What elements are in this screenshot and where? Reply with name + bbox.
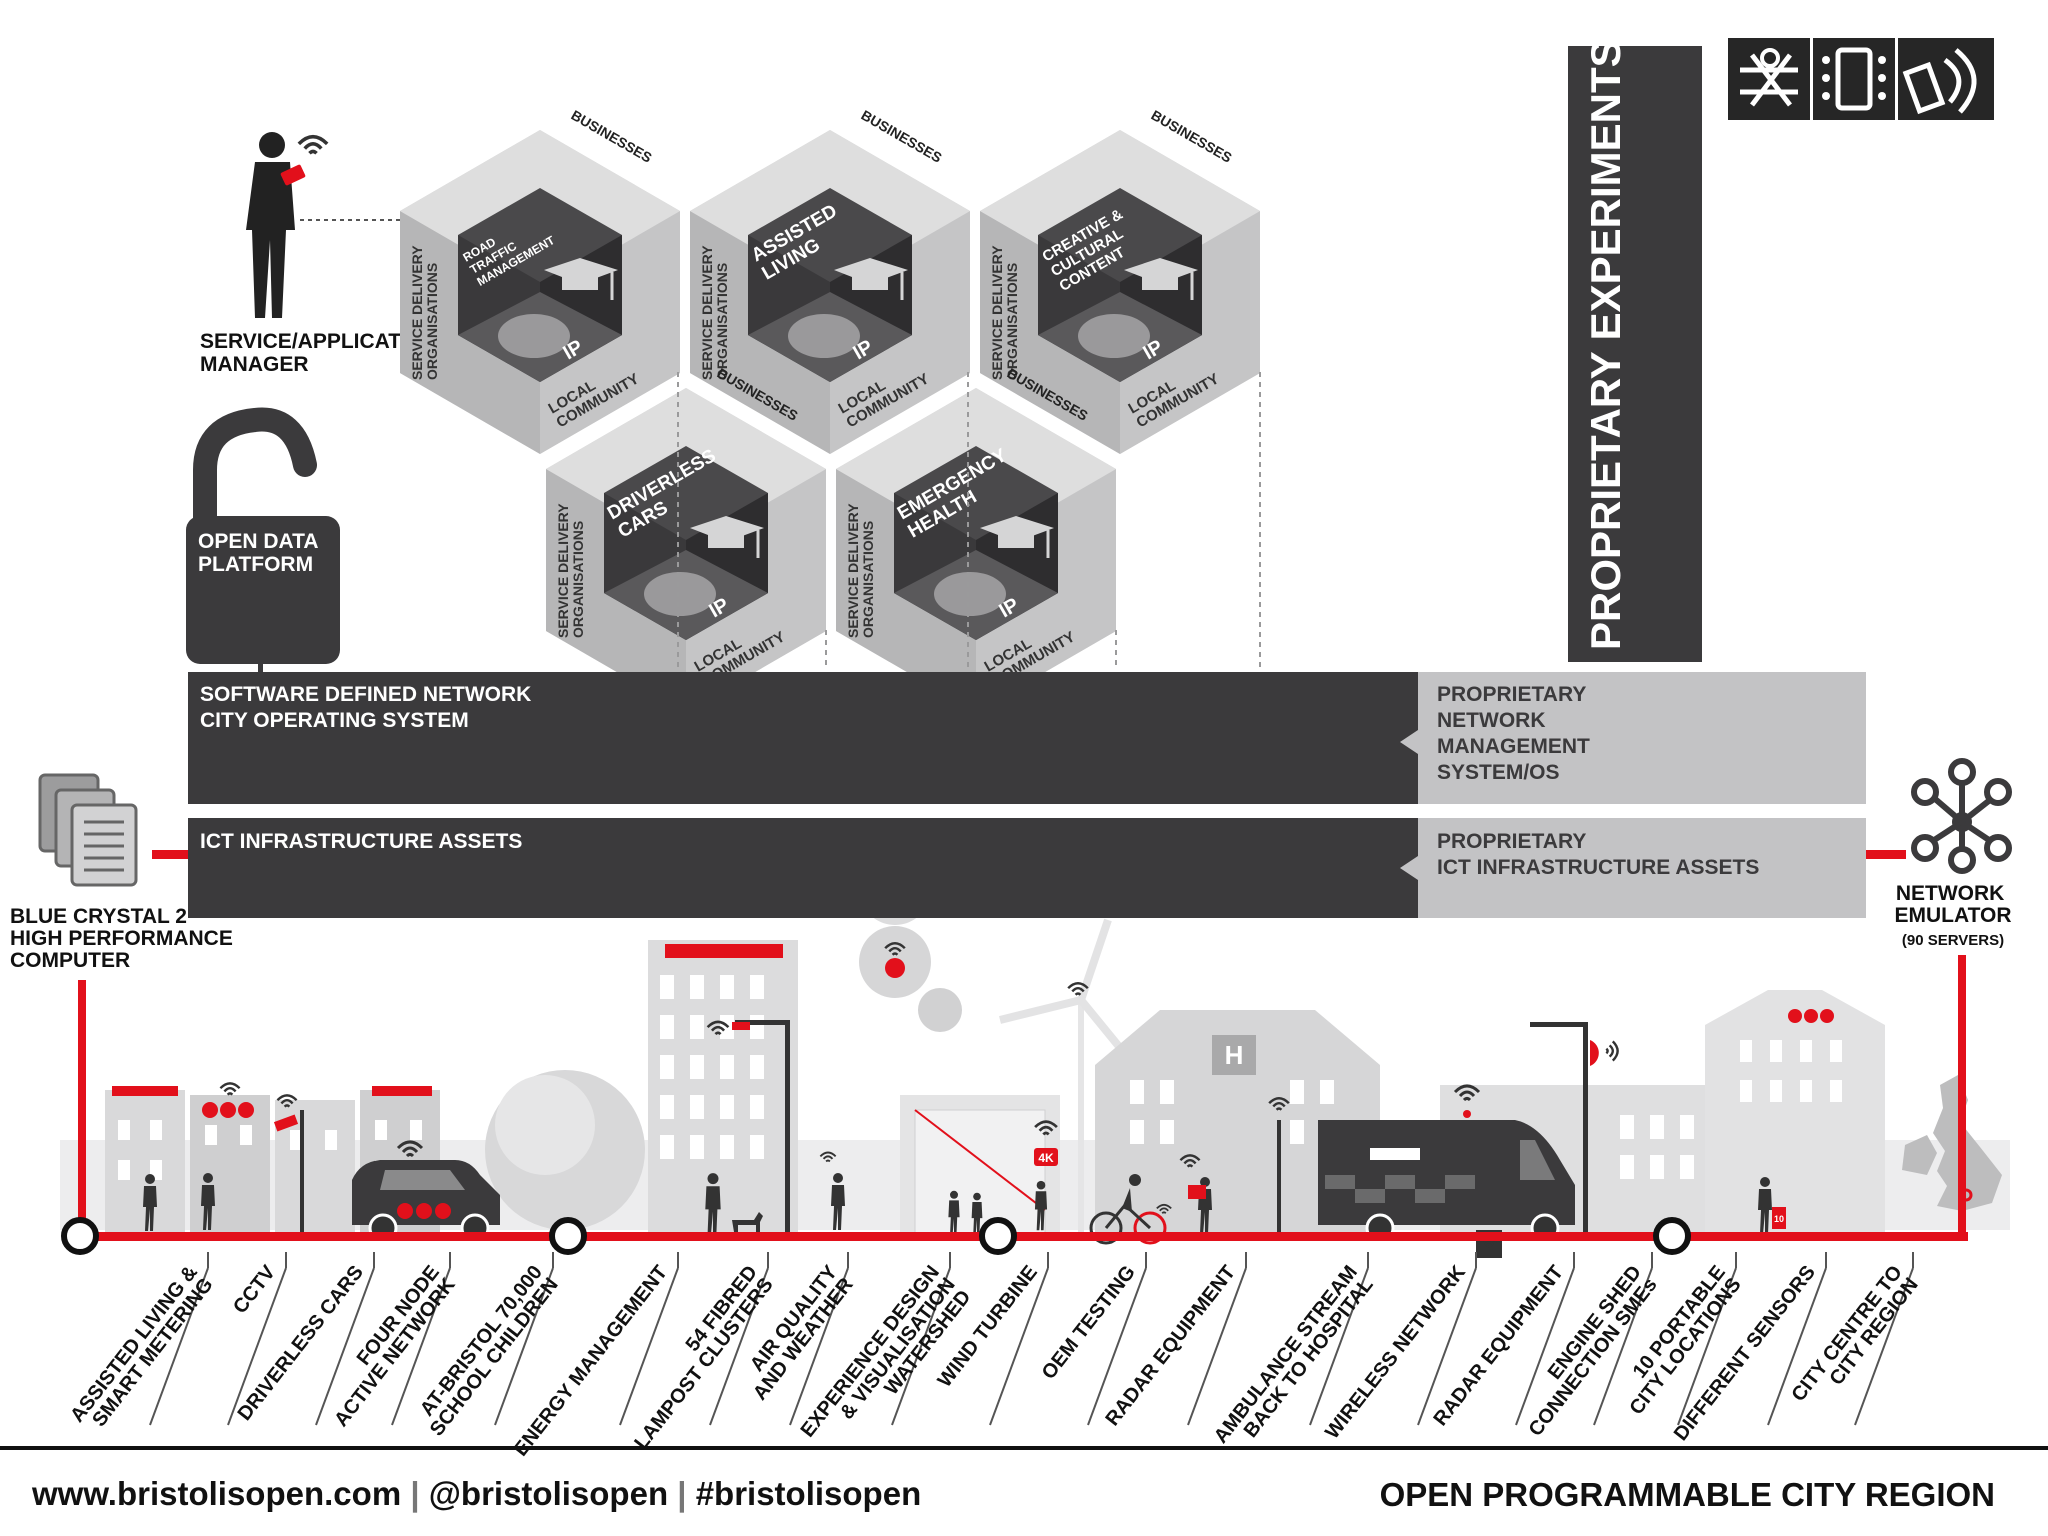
- sdn-proprietary-line: SYSTEM/OS: [1437, 761, 1560, 784]
- phone-node-icon: [1813, 38, 1895, 120]
- cube-left-label: SERVICE DELIVERY: [989, 245, 1005, 380]
- svg-text:SERVICE DELIVERYORGANISATIONS: SERVICE DELIVERYORGANISATIONS: [699, 245, 730, 380]
- ict-proprietary-line: PROPRIETARY: [1437, 830, 1586, 853]
- footer-twitter-link[interactable]: @bristolisopen: [429, 1475, 668, 1512]
- blue-crystal-label-line: COMPUTER: [10, 949, 130, 972]
- network-emulator: NETWORK EMULATOR (90 SERVERS): [1894, 761, 2011, 949]
- bin-marker: 10: [1774, 1214, 1784, 1224]
- open-data-platform: OPEN DATA PLATFORM: [186, 420, 340, 672]
- svg-text:ASSISTED LIVING &SMART METERIN: ASSISTED LIVING &SMART METERING: [66, 1262, 217, 1439]
- footer-tagline: OPEN PROGRAMMABLE CITY REGION: [1380, 1476, 1995, 1513]
- svg-text:SERVICE DELIVERYORGANISATIONS: SERVICE DELIVERYORGANISATIONS: [555, 503, 586, 638]
- svg-text:OPEN DATA PLATFORM: OPEN DATA PLATFORM: [198, 530, 324, 576]
- cube-left-label: ORGANISATIONS: [1004, 263, 1020, 380]
- sdn-proprietary-line: PROPRIETARY: [1437, 683, 1586, 706]
- cube-left-label: ORGANISATIONS: [714, 263, 730, 380]
- svg-text:SERVICE DELIVERYORGANISATIONS: SERVICE DELIVERYORGANISATIONS: [845, 503, 876, 638]
- experiment-cubes: IPROADTRAFFICMANAGEMENTBUSINESSESSERVICE…: [400, 107, 1260, 712]
- street-label-line: CCTV: [229, 1261, 280, 1318]
- network-node: [982, 1218, 1014, 1254]
- padlock-shackle-icon: [205, 420, 305, 520]
- sdn-label-line: SOFTWARE DEFINED NETWORK: [200, 683, 531, 706]
- svg-text:OEM TESTING: OEM TESTING: [1038, 1262, 1140, 1384]
- street-label-line: & VISUALISATION: [836, 1274, 960, 1424]
- top-right-icons: [1728, 38, 1994, 120]
- brain-icon: [788, 314, 860, 358]
- wireless-signal-icon: [1898, 38, 1994, 120]
- network-node: [1656, 1218, 1688, 1254]
- brain-icon: [644, 572, 716, 616]
- footer-website-link[interactable]: www.bristolisopen.com: [31, 1475, 401, 1512]
- svg-text:AMBULANCE STREAMBACK TO HOSPIT: AMBULANCE STREAMBACK TO HOSPITAL: [1210, 1262, 1378, 1460]
- open-data-label-line: OPEN DATA: [198, 530, 318, 553]
- sdn-label-line: CITY OPERATING SYSTEM: [200, 709, 469, 732]
- street-label: WIND TURBINE: [934, 1252, 1048, 1425]
- ict-label: ICT INFRASTRUCTURE ASSETS: [200, 830, 522, 853]
- svg-text:SERVICE DELIVERYORGANISATIONS: SERVICE DELIVERYORGANISATIONS: [409, 245, 440, 380]
- brain-icon: [934, 572, 1006, 616]
- brain-icon: [1078, 314, 1150, 358]
- open-data-label-line: PLATFORM: [198, 553, 313, 576]
- brain-icon: [498, 314, 570, 358]
- street-label-line: SMART METERING: [88, 1274, 218, 1431]
- blue-crystal-label-line: BLUE CRYSTAL 2: [10, 905, 187, 928]
- network-node: [64, 1218, 96, 1254]
- svg-text:SERVICE DELIVERYORGANISATIONS: SERVICE DELIVERYORGANISATIONS: [989, 245, 1020, 380]
- street-label-line: ASSISTED LIVING &: [66, 1262, 202, 1427]
- footer-hashtag-link[interactable]: #bristolisopen: [696, 1475, 922, 1512]
- emulator-label-line: NETWORK: [1896, 882, 2005, 905]
- svg-text:CCTV: CCTV: [229, 1261, 280, 1318]
- svg-text:www.bristolisopen.com: www.bristolisopen.com | @bristolisopen |…: [31, 1475, 921, 1512]
- ict-proprietary-line: ICT INFRASTRUCTURE ASSETS: [1437, 856, 1759, 879]
- experiment-cube: IPCREATIVE &CULTURALCONTENTBUSINESSESSER…: [980, 107, 1260, 454]
- street-label-line: OEM TESTING: [1038, 1262, 1140, 1384]
- sdn-proprietary-line: MANAGEMENT: [1437, 735, 1590, 758]
- manager-label-line: MANAGER: [200, 353, 309, 376]
- cube-left-label: ORGANISATIONS: [570, 521, 586, 638]
- emulator-sub: (90 SERVERS): [1902, 932, 2004, 949]
- hospital-mark: H: [1225, 1040, 1244, 1070]
- software-defined-network-layer: SOFTWARE DEFINED NETWORK CITY OPERATING …: [188, 672, 1866, 804]
- 4k-marker: 4K: [1038, 1151, 1054, 1165]
- manager-person-icon: [246, 132, 327, 318]
- network-node: [552, 1218, 584, 1254]
- sdn-proprietary-line: NETWORK: [1437, 709, 1546, 732]
- experiment-cube: IPROADTRAFFICMANAGEMENTBUSINESSESSERVICE…: [400, 107, 680, 454]
- cube-left-label: SERVICE DELIVERY: [409, 245, 425, 380]
- cube-left-label: ORGANISATIONS: [860, 521, 876, 638]
- cube-left-label: ORGANISATIONS: [424, 263, 440, 380]
- emulator-label-line: EMULATOR: [1894, 904, 2011, 927]
- street-label: ASSISTED LIVING &SMART METERING: [66, 1252, 217, 1439]
- ict-infrastructure-layer: ICT INFRASTRUCTURE ASSETS PROPRIETARY IC…: [188, 818, 1866, 918]
- cube-left-label: SERVICE DELIVERY: [555, 503, 571, 638]
- proprietary-experiments-bar: PROPRIETARY EXPERIMENTS: [1568, 39, 1702, 662]
- cube-left-label: SERVICE DELIVERY: [699, 245, 715, 380]
- svg-text:NETWORK EMULATOR: NETWORK EMULATOR: [1894, 882, 2011, 927]
- street-label: AMBULANCE STREAMBACK TO HOSPITAL: [1210, 1252, 1378, 1460]
- network-switch-icon: [1728, 38, 1810, 120]
- server-stack-icon: [40, 775, 136, 885]
- network-node-icon: [1914, 761, 2009, 871]
- proprietary-experiments-label: PROPRIETARY EXPERIMENTS: [1582, 39, 1629, 650]
- blue-crystal-label-line: HIGH PERFORMANCE: [10, 927, 233, 950]
- footer: www.bristolisopen.com | @bristolisopen |…: [0, 1446, 2048, 1513]
- cube-left-label: SERVICE DELIVERY: [845, 503, 861, 638]
